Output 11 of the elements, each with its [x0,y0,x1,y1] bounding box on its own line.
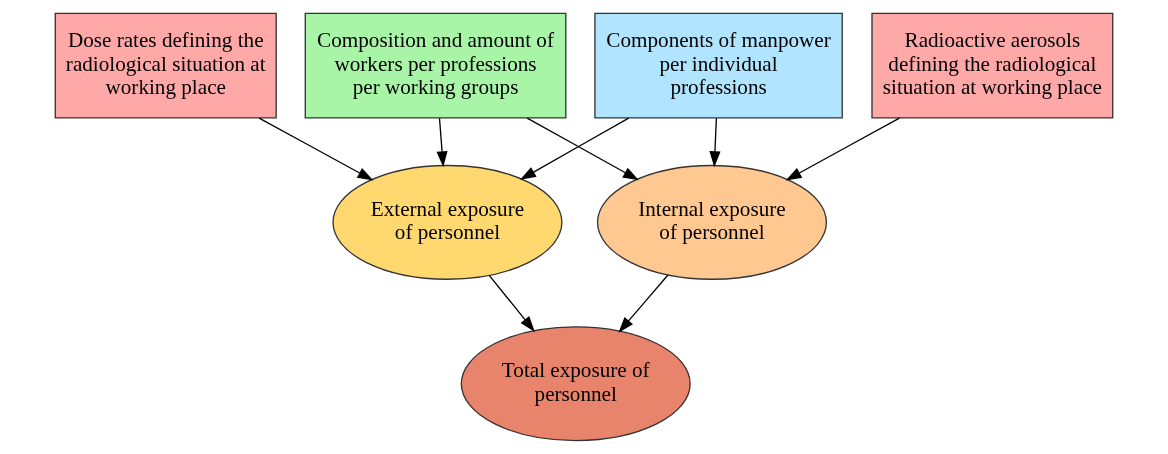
node-ellipse: Total exposure of personnel [460,326,691,442]
arrow [709,117,721,168]
arrow [436,117,448,168]
node-box: Dose rates defining the radiological situation at working place [54,12,277,119]
node-box: Components of manpower per individual professions [594,12,843,119]
arrow [258,117,374,181]
arrow [785,117,901,181]
arrow [488,275,535,332]
arrow [618,274,669,333]
node-box: Radioactive aerosols defining the radiological situation at working place [871,12,1114,119]
node-box: Composition and amount of workers per professions per working groups [304,12,567,119]
